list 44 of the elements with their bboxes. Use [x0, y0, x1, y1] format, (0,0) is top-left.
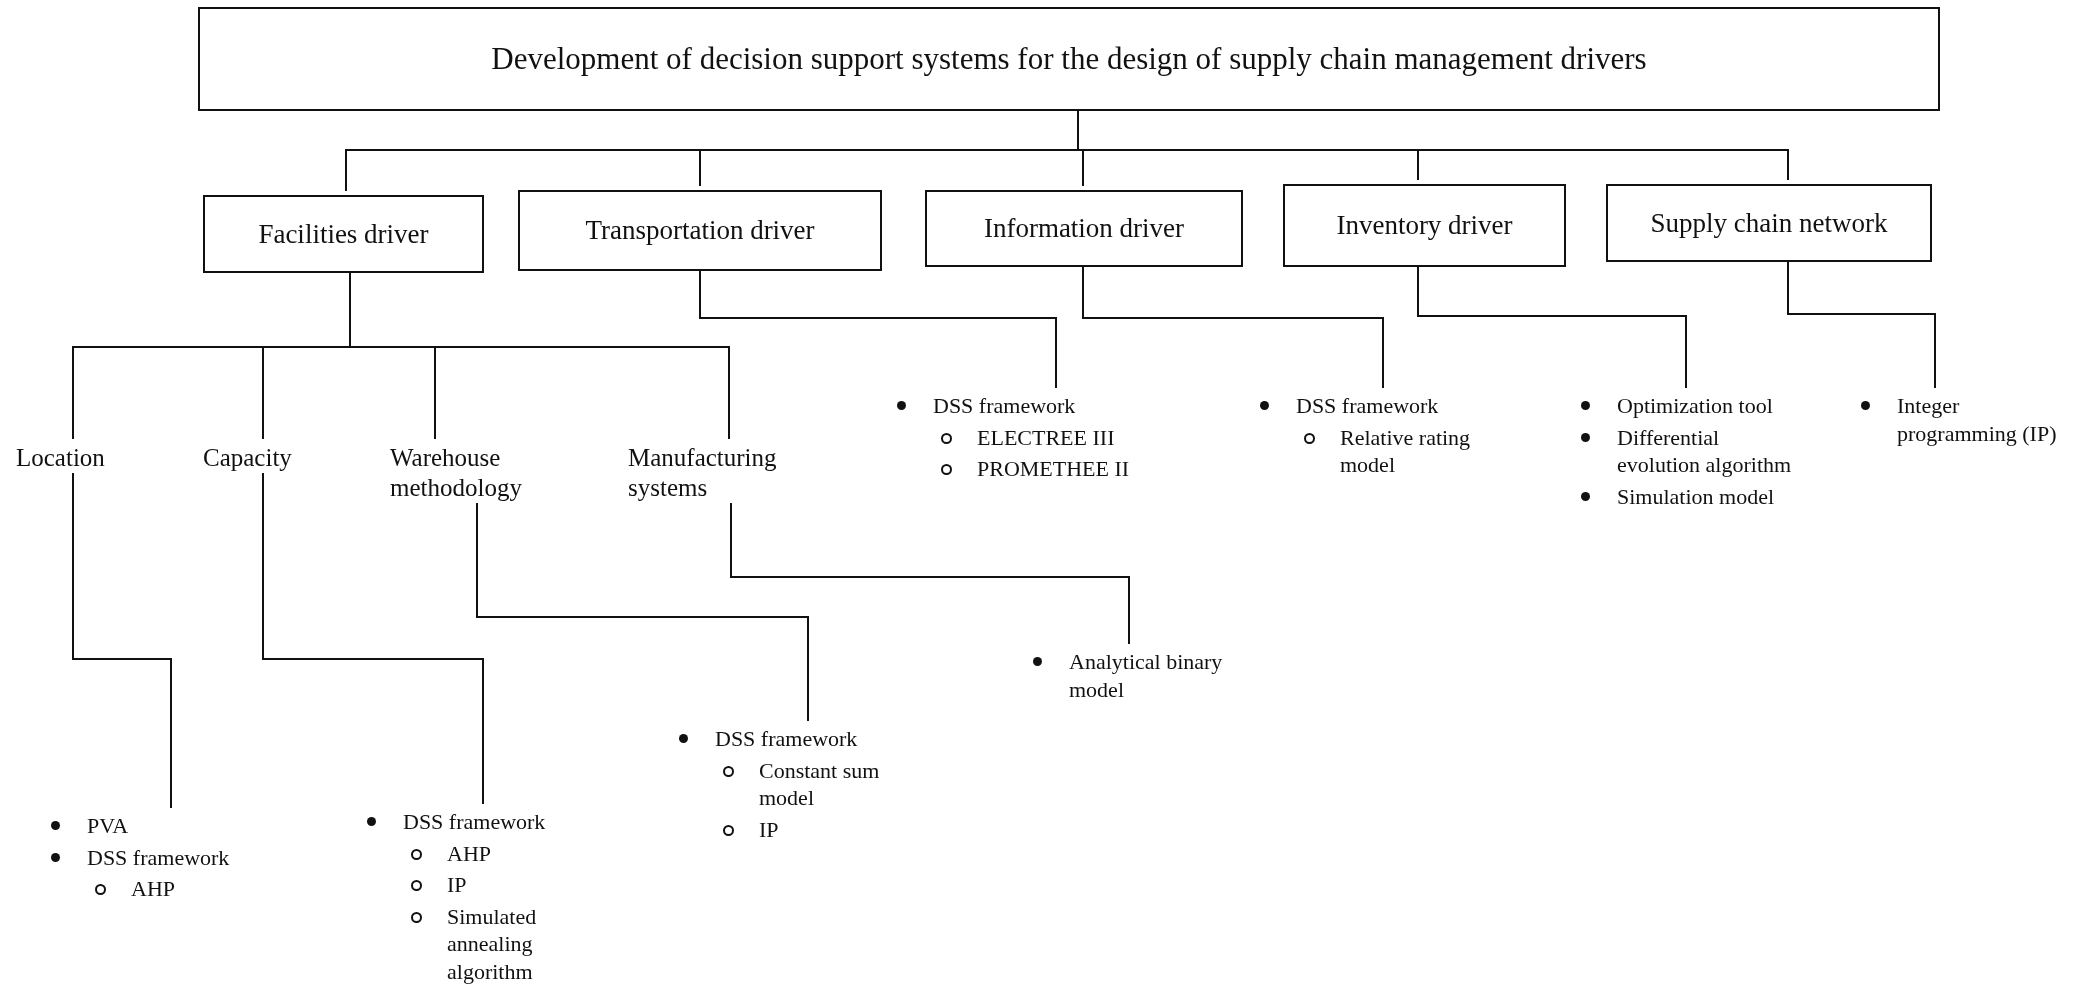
list-item: AHP	[131, 876, 175, 901]
list-item: Relative rating model	[1340, 424, 1471, 477]
list-item: DSS framework	[87, 844, 230, 870]
box-label: Information driver	[983, 213, 1185, 244]
box-label: Facilities driver	[258, 218, 429, 250]
list-item: PROMETHEE II	[977, 456, 1130, 481]
category-label: Location	[16, 443, 106, 473]
list-item: IP	[759, 816, 779, 842]
connector-line	[699, 270, 1057, 389]
list-item: ELECTREE III	[977, 424, 1115, 450]
list-item: DSS framework	[403, 809, 546, 834]
connector-line	[262, 472, 484, 805]
list-item: Simulation model	[1617, 483, 1775, 509]
box-label: Supply chain network	[1650, 207, 1888, 239]
list-item: IP	[447, 872, 467, 897]
connector-line	[476, 502, 809, 722]
list-item: AHP	[447, 840, 491, 866]
connector-line	[1082, 266, 1384, 389]
connector-line	[730, 502, 1130, 645]
connector-line	[72, 472, 172, 809]
list-item: Constant sum model	[759, 757, 880, 810]
connector-line	[1787, 261, 1936, 389]
category-label: Manufacturing systems	[628, 443, 778, 503]
list-item: PVA	[87, 813, 129, 838]
box-label: Transportation driver	[585, 215, 815, 246]
label-box	[198, 7, 1940, 111]
category-label: Warehouse methodology	[390, 443, 523, 503]
connector-line	[1417, 266, 1687, 389]
box-label: Inventory driver	[1336, 210, 1513, 241]
list-item: Optimization tool	[1617, 393, 1773, 418]
label-box	[203, 195, 484, 273]
list-item: Analytical binary model	[1069, 649, 1223, 702]
list-item: Differential evolution algorithm	[1617, 424, 1792, 477]
list-item: DSS framework	[1296, 393, 1439, 418]
list-item: DSS framework	[933, 393, 1076, 418]
category-label: Capacity	[203, 443, 293, 473]
label-box	[1283, 184, 1566, 267]
label-box	[518, 190, 882, 271]
list-item: DSS framework	[715, 726, 858, 751]
box-label: Development of decision support systems for the design of supply chain management drivers	[491, 41, 1647, 77]
list-item: Simulated annealing algorithm	[447, 903, 537, 984]
list-item: Integer programming (IP)	[1897, 393, 2057, 446]
label-box	[1606, 184, 1932, 262]
label-box	[925, 190, 1243, 267]
